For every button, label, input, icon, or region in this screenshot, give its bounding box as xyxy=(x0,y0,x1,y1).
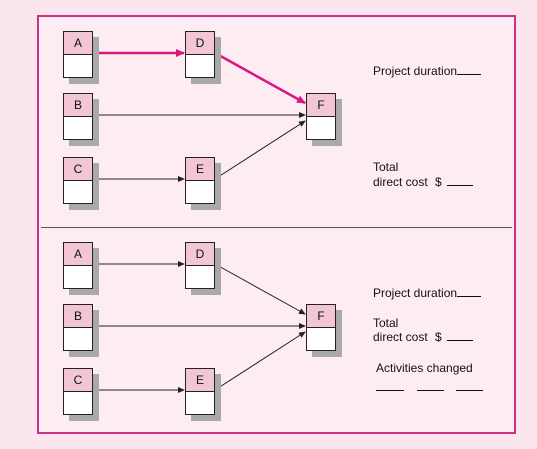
top-node-e: E xyxy=(185,157,221,210)
node-box: A xyxy=(63,242,93,289)
bottom-edge-e-f xyxy=(214,331,306,391)
top-direct-cost: direct cost $ xyxy=(373,175,474,189)
top-panel-edges xyxy=(93,49,306,182)
bottom-project-duration: Project duration xyxy=(373,286,482,300)
panel-divider xyxy=(41,227,512,228)
bottom-node-b: B xyxy=(63,304,99,357)
bottom-project-duration-blank xyxy=(457,296,482,297)
activities-changed-blank-2 xyxy=(417,390,444,391)
bottom-panel-edges xyxy=(93,261,306,393)
bottom-activities-changed-label: Activities changed xyxy=(376,361,473,375)
top-node-b: B xyxy=(63,93,99,146)
node-label: A xyxy=(64,32,92,55)
top-node-a: A xyxy=(63,31,99,84)
top-project-duration-blank xyxy=(457,74,482,75)
top-total-label: Total xyxy=(373,160,399,174)
node-box: D xyxy=(185,31,215,78)
node-label: A xyxy=(64,243,92,266)
bottom-node-e: E xyxy=(185,368,221,421)
node-box: D xyxy=(185,242,215,289)
node-box: F xyxy=(306,93,336,140)
top-node-f: F xyxy=(306,93,342,146)
node-box: F xyxy=(306,304,336,351)
bottom-node-d: D xyxy=(185,242,221,295)
bottom-direct-cost-blank xyxy=(447,340,474,341)
diagram-frame xyxy=(37,15,516,434)
bottom-currency-symbol: $ xyxy=(435,330,442,344)
top-edge-e-f xyxy=(214,120,306,180)
node-label: D xyxy=(186,243,214,266)
node-label: D xyxy=(186,32,214,55)
node-label: B xyxy=(64,94,92,117)
node-label: E xyxy=(186,158,214,181)
top-direct-cost-label: direct cost xyxy=(373,175,428,189)
bottom-direct-cost-label: direct cost xyxy=(373,330,428,344)
bottom-direct-cost: direct cost $ xyxy=(373,330,474,344)
bottom-total-label: Total xyxy=(373,316,399,330)
bottom-node-a: A xyxy=(63,242,99,295)
bottom-node-c: C xyxy=(63,368,99,421)
node-label: E xyxy=(186,369,214,392)
top-currency-symbol: $ xyxy=(435,175,442,189)
node-box: A xyxy=(63,31,93,78)
node-label: B xyxy=(64,305,92,328)
node-label: F xyxy=(307,94,335,117)
top-project-duration-label: Project duration xyxy=(373,64,458,78)
top-project-duration: Project duration xyxy=(373,64,482,78)
node-box: E xyxy=(185,157,215,204)
bottom-project-duration-label: Project duration xyxy=(373,286,458,300)
node-box: E xyxy=(185,368,215,415)
node-box: C xyxy=(63,368,93,415)
activities-changed-blank-3 xyxy=(456,390,483,391)
node-box: B xyxy=(63,93,93,140)
node-box: C xyxy=(63,157,93,204)
node-label: F xyxy=(307,305,335,328)
node-box: B xyxy=(63,304,93,351)
top-node-c: C xyxy=(63,157,99,210)
node-label: C xyxy=(64,369,92,392)
top-edge-d-f xyxy=(214,51,306,105)
bottom-node-f: F xyxy=(306,304,342,357)
activities-changed-blank-1 xyxy=(376,390,404,391)
top-direct-cost-blank xyxy=(447,185,474,186)
top-node-d: D xyxy=(185,31,221,84)
bottom-edge-d-f xyxy=(214,263,306,315)
node-label: C xyxy=(64,158,92,181)
